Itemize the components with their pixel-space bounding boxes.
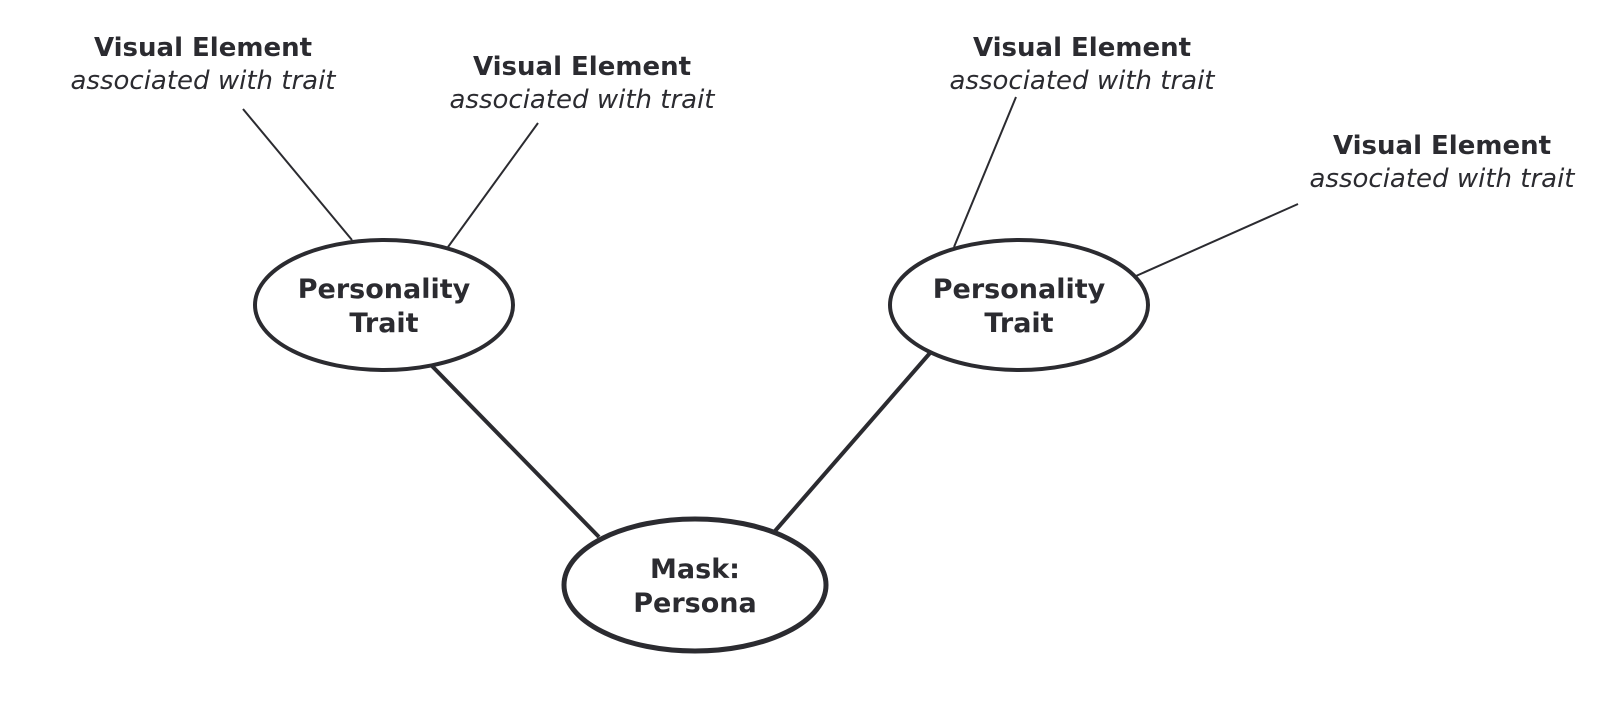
visual-element-subtitle: associated with trait xyxy=(449,85,715,115)
personality-trait-node-left: Personality Trait xyxy=(253,238,515,372)
visual-element-subtitle: associated with trait xyxy=(949,66,1215,96)
visual-element-label-3: Visual Element associated with trait xyxy=(949,33,1215,96)
mask-persona-node: Mask: Persona xyxy=(561,516,829,654)
visual-element-subtitle: associated with trait xyxy=(1309,164,1575,194)
node-label-line1: Mask: xyxy=(650,554,740,585)
connector-right-trait-mask xyxy=(773,351,932,533)
visual-element-title: Visual Element xyxy=(94,33,312,63)
node-ellipse xyxy=(253,238,515,372)
connector-element-1 xyxy=(242,108,353,241)
connector-element-2 xyxy=(447,122,539,248)
connector-element-4 xyxy=(1135,203,1299,277)
node-label-line2: Trait xyxy=(349,308,418,339)
node-label-line1: Personality xyxy=(933,274,1106,305)
visual-element-subtitle: associated with trait xyxy=(70,66,336,96)
personality-trait-node-right: Personality Trait xyxy=(888,238,1150,372)
visual-element-label-1: Visual Element associated with trait xyxy=(70,33,336,96)
node-label-line1: Personality xyxy=(298,274,471,305)
node-ellipse xyxy=(888,238,1150,372)
node-label-line2: Trait xyxy=(984,308,1053,339)
visual-element-label-2: Visual Element associated with trait xyxy=(449,52,715,115)
connector-left-trait-mask xyxy=(430,364,601,539)
node-label-line2: Persona xyxy=(633,588,756,619)
visual-element-title: Visual Element xyxy=(1333,131,1551,161)
visual-element-title: Visual Element xyxy=(473,52,691,82)
visual-element-title: Visual Element xyxy=(973,33,1191,63)
connector-element-3 xyxy=(953,96,1017,248)
visual-element-label-4: Visual Element associated with trait xyxy=(1309,131,1575,194)
node-ellipse xyxy=(561,516,829,654)
